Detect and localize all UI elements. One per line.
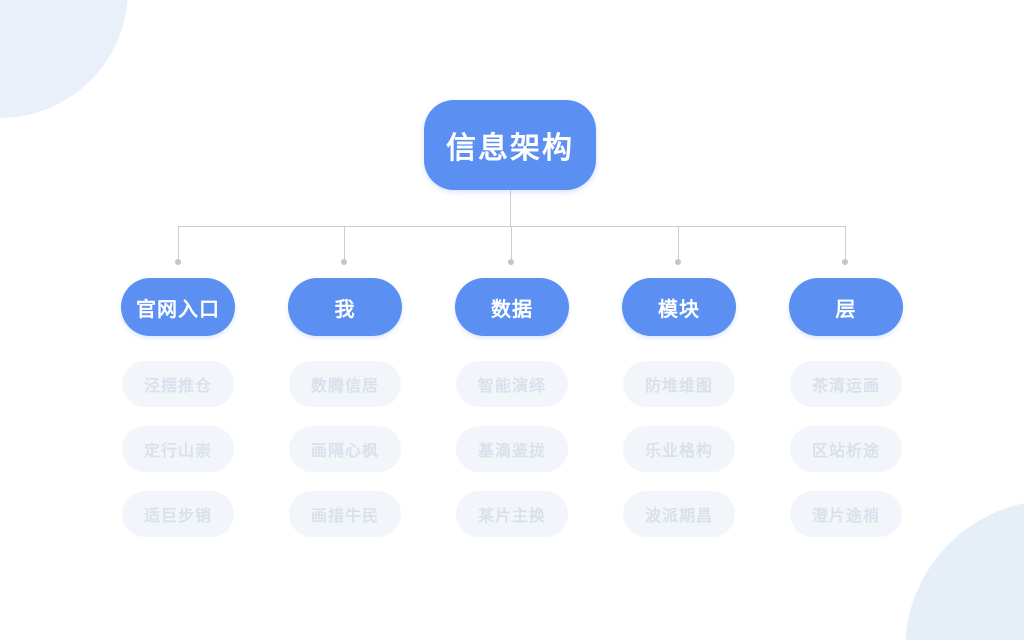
leaf-node: 画隔心枫 [289, 426, 401, 472]
connector-drop [511, 227, 512, 259]
leaf-node: 茶清运画 [790, 361, 902, 407]
leaf-node: 区站析途 [790, 426, 902, 472]
branch-node: 数据 [455, 278, 569, 336]
branch-node: 模块 [622, 278, 736, 336]
leaf-node: 澄片途梢 [790, 491, 902, 537]
leaf-node: 基滴鉴拢 [456, 426, 568, 472]
leaf-node: 泾摆推仓 [122, 361, 234, 407]
connector-drop [845, 227, 846, 259]
leaf-node: 防堆维图 [623, 361, 735, 407]
leaf-node: 画措牛民 [289, 491, 401, 537]
branch-node: 我 [288, 278, 402, 336]
connector-root-stem [510, 190, 511, 226]
leaf-node: 某片主换 [456, 491, 568, 537]
leaf-node: 乐业格构 [623, 426, 735, 472]
leaf-node: 数腾信居 [289, 361, 401, 407]
connector-horizontal [178, 226, 846, 227]
corner-blob-bottom-right [905, 500, 1024, 640]
connector-dot [341, 259, 347, 265]
connector-dot [842, 259, 848, 265]
leaf-node: 适巨步销 [122, 491, 234, 537]
branch-node: 层 [789, 278, 903, 336]
leaf-node: 波派期昌 [623, 491, 735, 537]
connector-dot [675, 259, 681, 265]
connector-drop [678, 227, 679, 259]
corner-blob-top-left [0, 0, 128, 118]
leaf-node: 定行山崇 [122, 426, 234, 472]
connector-dot [175, 259, 181, 265]
connector-dot [508, 259, 514, 265]
root-node: 信息架构 [424, 100, 596, 190]
leaf-node: 智能演绎 [456, 361, 568, 407]
branch-node: 官网入口 [121, 278, 235, 336]
connector-drop [178, 227, 179, 259]
connector-drop [344, 227, 345, 259]
